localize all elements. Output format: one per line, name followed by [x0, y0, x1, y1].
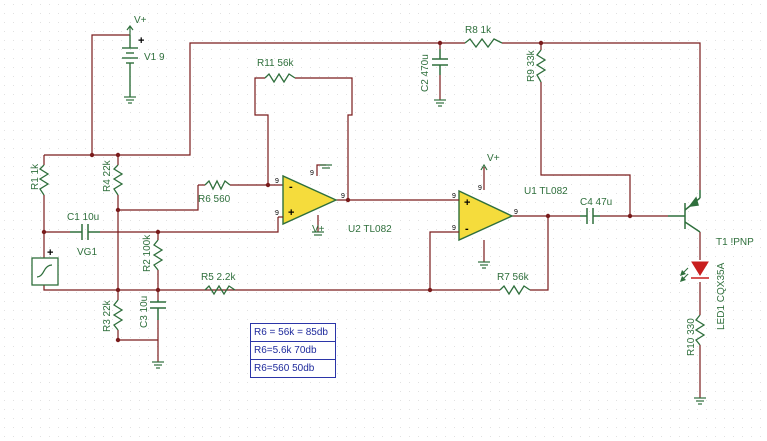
transistor-t1 [668, 190, 701, 233]
u1-supply-label: V+ [487, 153, 500, 164]
u1-pin-plus: 9 [452, 193, 456, 200]
wires [43, 34, 701, 398]
u2-pin-plus: 9 [275, 210, 279, 217]
r8-body [464, 37, 503, 49]
u1-minus-sign: - [465, 223, 469, 235]
r3-label: R3 22k [102, 299, 113, 332]
r1-label: R1 1k [30, 163, 41, 190]
ground-symbols [124, 96, 706, 405]
supply-arrow-top [126, 25, 134, 35]
c1-body [70, 224, 100, 240]
r10-label: R10 330 [686, 318, 697, 356]
junctions [41, 40, 633, 343]
u2-pin-minus: 9 [275, 178, 279, 185]
r5-label: R5 2.2k [201, 272, 236, 283]
vg1-label: VG1 [77, 247, 97, 258]
battery-label: V1 9 [144, 52, 165, 63]
battery-v1 [122, 35, 138, 97]
gain-note-box: R6 = 56k = 85db R6=5.6k 70db R6=560 50db [250, 323, 336, 378]
r6-body [204, 179, 231, 191]
r6-label: R6 560 [198, 194, 231, 205]
r9-body [535, 49, 547, 83]
opamp-u2 [278, 174, 338, 226]
u1-pin-top: 9 [478, 185, 482, 192]
r4-body [112, 164, 124, 196]
signal-generator-vg1 [31, 257, 59, 286]
u2-label: U2 TL082 [348, 224, 392, 235]
u1-pin-out: 9 [514, 209, 518, 216]
c2-body [432, 49, 448, 75]
c4-label: C4 47u [580, 197, 612, 208]
t1-label: T1 !PNP [716, 237, 754, 248]
u1-plus-sign: + [464, 197, 470, 209]
r10-body [694, 314, 706, 346]
u2-pin-top: 9 [310, 170, 314, 177]
vg1-plus-sign: + [47, 247, 53, 259]
r4-label: R4 22k [102, 159, 113, 192]
r11-label: R11 56k [257, 58, 295, 69]
supply-arrow-u1 [480, 163, 488, 171]
r2-body [152, 239, 164, 271]
c3-body [150, 300, 166, 320]
u1-label: U1 TL082 [524, 186, 568, 197]
opamp-u1 [452, 189, 514, 242]
resistors [38, 37, 706, 346]
note-line-2: R6=5.6k 70db [251, 342, 335, 360]
led1-label: LED1 CQX35A [716, 262, 727, 330]
r5-body [204, 284, 236, 296]
battery-plus-sign: + [138, 35, 144, 47]
supply-label-top: V+ [134, 15, 147, 26]
u2-minus-sign: - [289, 181, 293, 193]
note-line-1: R6 = 56k = 85db [251, 324, 335, 342]
c2-label: C2 470u [420, 54, 431, 92]
r11-body [264, 72, 296, 84]
u1-pin-minus: 9 [452, 225, 456, 232]
note-line-3: R6=560 50db [254, 363, 315, 374]
c4-body [580, 208, 600, 224]
led1 [680, 261, 709, 282]
r7-body [499, 284, 531, 296]
c3-label: C3 10u [139, 296, 150, 328]
r3-body [112, 299, 124, 331]
r9-label: R9 33k [526, 49, 537, 82]
r7-label: R7 56k [497, 272, 530, 283]
u2-plus-sign: + [288, 207, 294, 219]
u2-supply-label: V+ [312, 224, 325, 235]
r8-label: R8 1k [465, 25, 492, 36]
c1-label: C1 10u [67, 212, 99, 223]
u2-pin-out: 9 [341, 193, 345, 200]
capacitors [70, 49, 600, 320]
r2-label: R2 100k [142, 234, 153, 272]
r1-body [38, 164, 50, 196]
component-labels: R1 1k R4 22k R3 22k R2 100k C3 10u C2 47… [30, 25, 727, 356]
